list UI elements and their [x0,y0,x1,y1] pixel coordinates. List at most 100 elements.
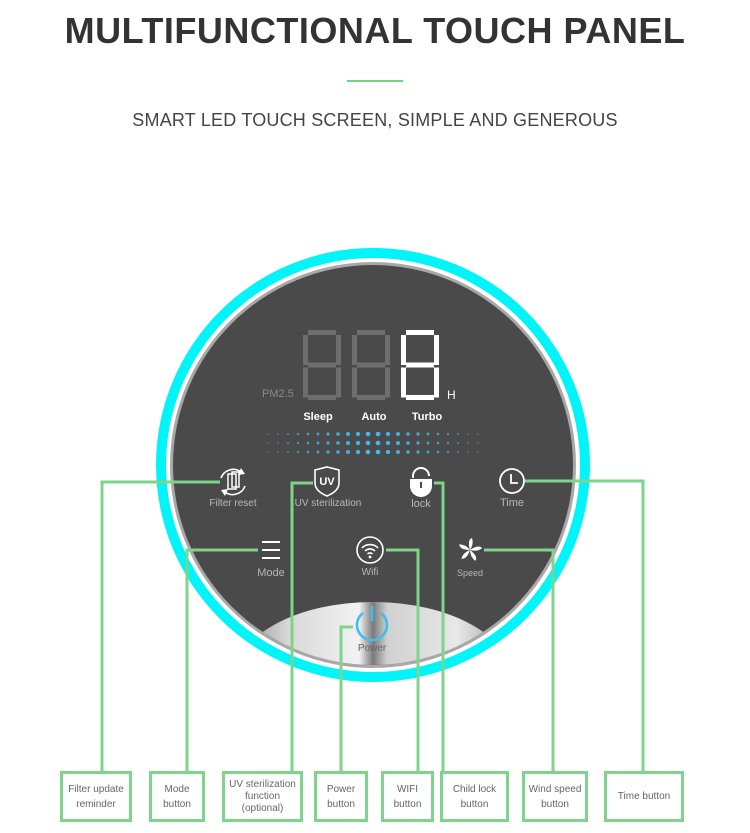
time-button[interactable]: Time [499,497,525,509]
wifi-icon [356,536,384,564]
callout-mode: Mode button [149,771,205,822]
meter-dot [416,441,420,445]
meter-dot [396,432,400,436]
led-segment [357,330,385,335]
meter-dot [477,451,479,453]
clock-icon [499,468,525,494]
meter-dot [326,450,330,454]
meter-dot [467,442,469,444]
callout-time: Time button [604,771,684,822]
meter-dot [375,431,381,437]
meter-dot [375,449,381,455]
meter-dot [306,441,310,445]
meter-dot [287,451,289,453]
title-divider [347,80,403,82]
led-segment [308,330,336,335]
meter-dot [346,441,350,445]
led-segment [401,367,406,398]
uv-sterilization-button[interactable]: UV sterilization [294,498,362,509]
callout-connectors [100,479,645,771]
meter-dot [396,450,400,454]
meter-dot [446,432,450,436]
meter-dot [306,450,310,454]
callout-speed: Wind speed button [522,771,588,822]
mode-sleep: Sleep [303,411,333,423]
meter-dot [267,433,269,435]
fan-icon [459,538,483,561]
led-segment [406,330,434,335]
callout-filter: Filter update reminder [60,771,132,822]
connector-uv [290,481,313,771]
meter-dot [365,431,371,437]
meter-dot [277,442,279,444]
pm25-label: PM2.5 [262,388,294,400]
meter-dot [457,451,459,453]
connector-lock [434,481,445,771]
meter-dot [406,432,410,436]
meter-dot [436,441,440,445]
meter-dot [355,431,361,437]
meter-dot [287,433,289,435]
meter-dot [277,433,279,435]
meter-dot [426,450,430,454]
meter-dot [446,450,450,454]
power-button[interactable]: Power [357,643,387,654]
led-segment [406,395,434,400]
led-digit [401,330,439,400]
meter-dot [316,441,320,445]
wifi-button[interactable]: Wifi [361,567,379,578]
meter-dot [267,451,269,453]
led-segment [357,395,385,400]
uv-shield-icon: UV [314,466,340,497]
power-icon [355,606,389,642]
filter-reset-button[interactable]: Filter reset [209,498,257,509]
svg-text:UV: UV [319,476,335,488]
meter-dot [306,432,310,436]
led-segment [336,367,341,398]
lock-button[interactable]: lock [411,498,431,510]
meter-dot [296,450,300,454]
meter-dot [316,432,320,436]
meter-dot [355,440,361,446]
meter-dot [336,441,340,445]
mode-button[interactable]: Mode [257,567,285,579]
meter-dot [316,450,320,454]
unit-label: H [447,388,456,402]
meter-dot [296,432,300,436]
meter-dot [467,433,469,435]
page-title: MULTIFUNCTIONAL TOUCH PANEL [64,10,686,51]
led-segment [385,367,390,398]
led-segment [336,335,341,365]
meter-dot [385,431,391,437]
speed-button[interactable]: Speed [456,568,484,578]
meter-dot [477,433,479,435]
air-quality-dot-meter [267,431,479,455]
meter-dot [336,432,340,436]
meter-dot [426,441,430,445]
led-digit [303,330,341,400]
led-segment [352,367,357,398]
meter-dot [416,432,420,436]
meter-dot [477,442,479,444]
mode-auto: Auto [361,411,387,423]
led-segment [303,367,308,398]
meter-dot [406,441,410,445]
callout-wifi: WIFI button [381,771,434,822]
meter-dot [346,450,350,454]
meter-dot [326,441,330,445]
connector-mode [185,548,258,771]
connector-speed [484,548,555,771]
connector-time [525,479,645,771]
connector-filter [100,480,220,771]
meter-dot [287,442,289,444]
led-segment [385,335,390,365]
meter-dot [426,432,430,436]
led-segment [308,362,336,368]
meter-dot [326,432,330,436]
menu-icon [262,541,280,559]
meter-dot [467,451,469,453]
meter-dot [446,441,450,445]
connector-wifi [386,548,420,771]
lock-icon [410,467,432,497]
filter-reset-icon [220,468,246,496]
